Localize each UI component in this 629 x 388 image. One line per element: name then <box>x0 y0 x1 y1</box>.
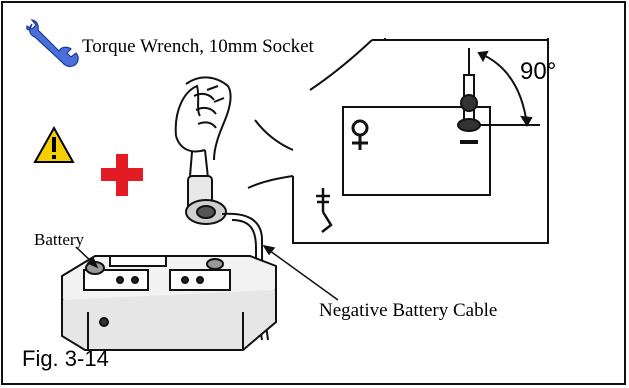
socket-wrench-sketch <box>185 175 227 225</box>
red-cross-icon <box>101 154 143 196</box>
angle-label: 90° <box>520 58 557 85</box>
negative-terminal-detail <box>457 74 481 144</box>
figure-label: Fig. 3-14 <box>22 346 109 371</box>
tools-label: Torque Wrench, 10mm Socket <box>82 36 314 57</box>
cable-leader-arrow <box>262 244 339 301</box>
warning-triangle-icon <box>33 125 75 163</box>
inset-callout <box>247 38 549 244</box>
cable-label: Negative Battery Cable <box>319 300 498 321</box>
wrench-icon <box>26 19 79 68</box>
ground-symbol-icon <box>316 188 333 233</box>
battery-label: Battery <box>34 230 85 249</box>
positive-symbol-icon <box>351 119 369 150</box>
hand-sketch <box>174 76 232 179</box>
battery-sketch <box>61 255 277 351</box>
battery-leader-arrow <box>75 246 99 269</box>
